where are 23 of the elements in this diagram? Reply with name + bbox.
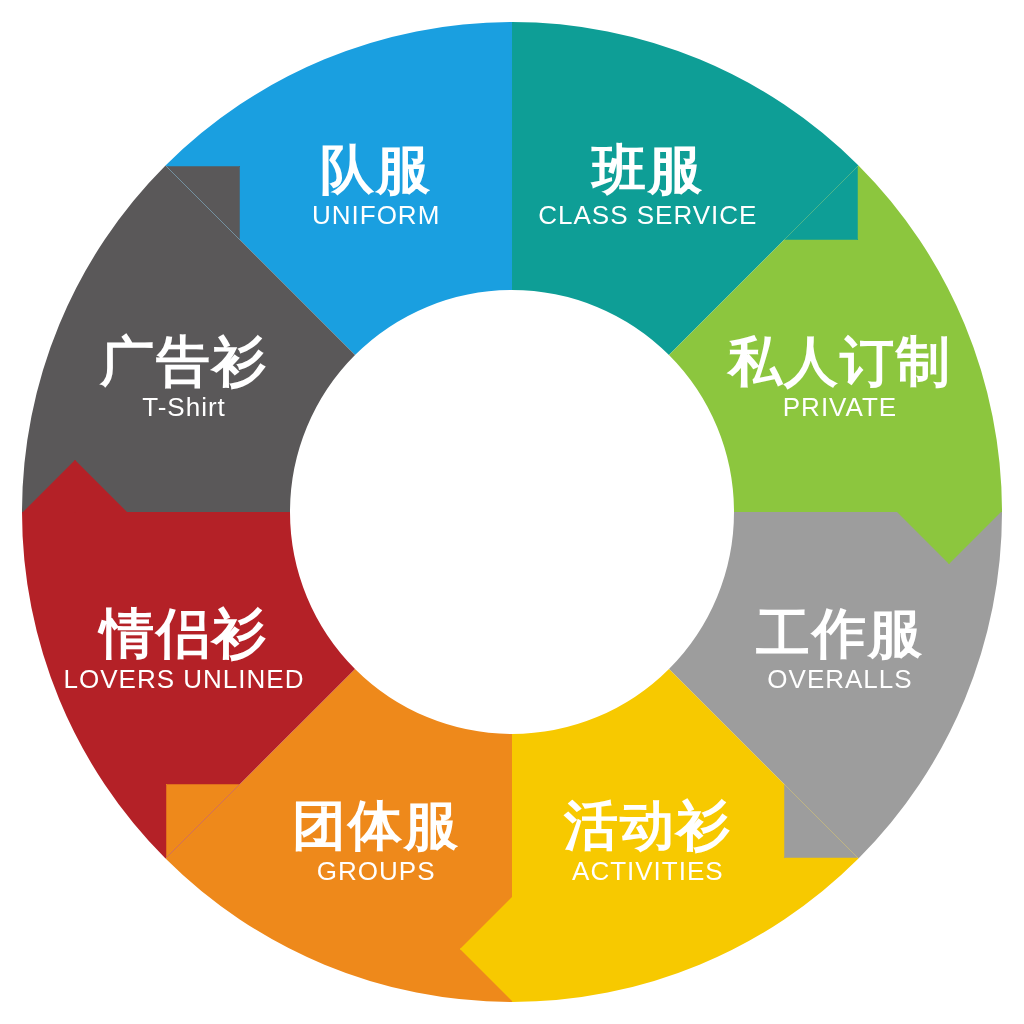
arrow: [783, 784, 858, 859]
segment-subtitle: CLASS SERVICE: [538, 200, 758, 230]
arrow: [784, 166, 859, 241]
segment-title: 团体服: [292, 793, 461, 856]
segment-subtitle: ACTIVITIES: [571, 855, 725, 886]
segment-subtitle: LOVERS UNLINED: [63, 663, 305, 694]
arrow: [166, 165, 241, 240]
segment-title: 私人订制: [727, 330, 952, 393]
segment-title: 班服: [589, 138, 705, 200]
segment-subtitle: OVERALLS: [766, 663, 914, 694]
segment-title: 工作服: [755, 601, 924, 664]
arrow: [23, 459, 127, 514]
segment-subtitle: UNIFORM: [312, 200, 441, 230]
segment-subtitle: GROUPS: [315, 855, 437, 886]
segment-subtitle: PRIVATE: [781, 392, 899, 423]
segment-title: 队服: [319, 138, 434, 200]
arrow: [459, 897, 514, 1001]
arrow: [897, 510, 1001, 565]
segment-title: 情侣衫: [63, 601, 305, 664]
segment-title: 广告衫: [100, 330, 268, 393]
arrow: [165, 783, 240, 858]
segment-subtitle: T-Shirt: [141, 392, 227, 423]
segment-title: 活动衫: [563, 793, 732, 856]
